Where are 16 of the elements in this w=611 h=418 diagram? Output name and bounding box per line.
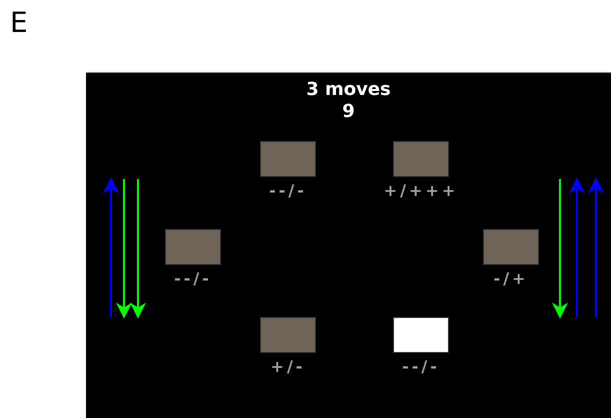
score-caption: -/+ [492, 269, 530, 288]
score-caption: --/- [173, 269, 213, 288]
stimulus-rectangle [393, 317, 449, 353]
score-caption: --/- [268, 181, 308, 200]
score-caption: --/- [401, 357, 441, 376]
stimulus-rectangle [260, 317, 316, 353]
score-number: 9 [341, 101, 356, 123]
stimulus-rectangle [260, 141, 316, 177]
screen-panel [86, 72, 611, 418]
score-caption: +/+++ [382, 181, 460, 200]
stimulus-rectangle [483, 229, 539, 265]
stimulus-rectangle [393, 141, 449, 177]
move-count-text: 3 moves [305, 79, 392, 101]
panel-letter: E [10, 6, 28, 39]
stimulus-rectangle [165, 229, 221, 265]
score-caption: +/- [270, 357, 306, 376]
